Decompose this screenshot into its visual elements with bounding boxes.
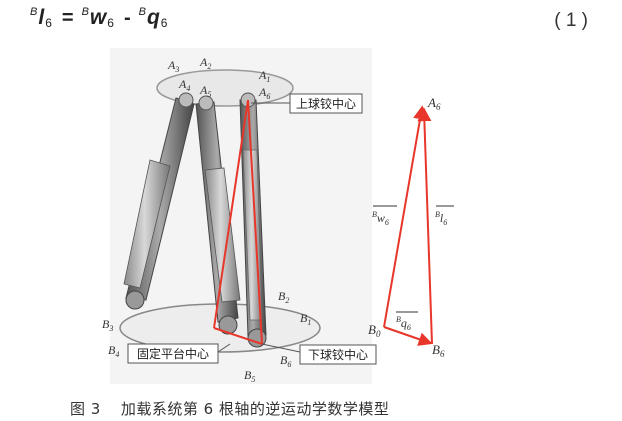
- eq-var-w: w: [89, 6, 107, 29]
- label-B6: B6: [280, 353, 291, 369]
- label-B1: B1: [300, 311, 311, 327]
- label-B3: B3: [102, 317, 113, 333]
- vector-q6: [383, 326, 433, 346]
- eq-var-q: q: [146, 6, 160, 29]
- eq-sub-w: 6: [107, 16, 114, 30]
- eq-var-l: l: [38, 6, 45, 29]
- label-B4: B4: [108, 343, 119, 359]
- point-B0: B0: [368, 322, 381, 339]
- label-A3: A3: [167, 58, 179, 74]
- vector-w6: [383, 105, 427, 328]
- robot-vector-triangle: [213, 99, 263, 345]
- svg-text:Bw6: Bw6: [372, 210, 389, 227]
- label-A6: A6: [258, 85, 270, 101]
- point-A6: A6: [427, 95, 441, 112]
- caption-number: 图 3: [70, 400, 101, 418]
- svg-text:固定平台中心: 固定平台中心: [137, 346, 209, 361]
- label-w6: Bw6: [372, 205, 397, 227]
- eq-sub-q: 6: [160, 16, 168, 30]
- label-B5: B5: [244, 368, 255, 384]
- callout-fixed-center: 固定平台中心: [127, 343, 231, 364]
- eq-minus: -: [123, 7, 131, 29]
- label-l6: Bl6: [435, 205, 454, 227]
- caption-title: 加载系统第 6 根轴的逆运动学数学模型: [120, 400, 390, 418]
- svg-text:下球铰中心: 下球铰中心: [308, 347, 368, 362]
- point-B6: B6: [432, 342, 445, 359]
- svg-text:Bl6: Bl6: [435, 210, 447, 227]
- label-A4: A4: [178, 77, 190, 93]
- eq-equals: =: [61, 7, 74, 29]
- equation: B l 6 = B w 6 - B q 6: [30, 6, 167, 40]
- label-B2: B2: [278, 289, 289, 305]
- svg-text:上球铰中心: 上球铰中心: [296, 96, 356, 111]
- vector-diagram: A6 B0 B6 Bw6 Bl6 Bq6: [368, 95, 454, 359]
- label-A5: A5: [199, 83, 211, 99]
- svg-text:Bq6: Bq6: [396, 315, 411, 332]
- label-A1: A1: [258, 68, 270, 84]
- actuator-legs: [123, 92, 267, 348]
- eq-sup-w: B: [81, 6, 89, 18]
- label-q6: Bq6: [396, 311, 418, 332]
- vector-l6: [417, 107, 433, 345]
- eq-sub-l: 6: [45, 16, 52, 30]
- eq-sup-q: B: [138, 6, 146, 18]
- callout-upper-center: 上球铰中心: [251, 93, 363, 114]
- equation-number: ( 1 ): [554, 10, 588, 31]
- callout-lower-center: 下球铰中心: [261, 343, 377, 365]
- eq-sup-l: B: [30, 6, 38, 18]
- label-A2: A2: [199, 55, 211, 71]
- figure-caption: 图 3 加载系统第 6 根轴的逆运动学数学模型: [70, 398, 389, 419]
